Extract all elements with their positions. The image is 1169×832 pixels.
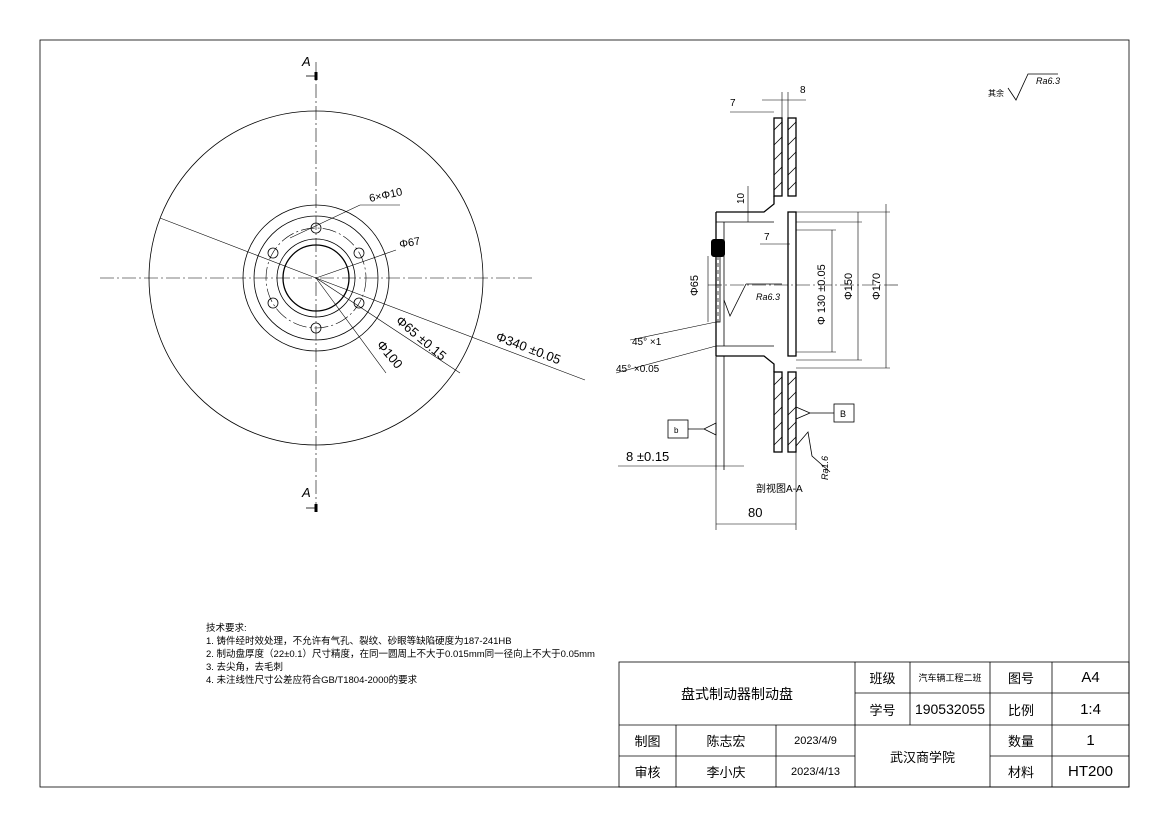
leader-d67	[315, 249, 397, 279]
dim-bore: Φ65	[689, 275, 701, 296]
hub-lower-step	[716, 355, 775, 372]
friction-plate-lower-left	[773, 371, 783, 453]
dim-top-width: 8	[800, 85, 806, 96]
drawing-no-value: A4	[1081, 669, 1100, 686]
global-roughness: 其余 Ra6.3	[988, 73, 1060, 101]
dim-d100: Φ100	[374, 337, 406, 371]
dim-thickness: 8 ±0.15	[626, 449, 669, 464]
scale-label: 比例	[1007, 702, 1034, 718]
dim-top-offset: 7	[730, 98, 736, 109]
student-id-value: 190532055	[914, 701, 986, 717]
note-item-3: 3. 去尖角，去毛刺	[206, 662, 284, 673]
checked-name: 李小庆	[706, 765, 746, 780]
part-name: 盘式制动器制动盘	[681, 685, 793, 702]
material-label: 材料	[1007, 765, 1034, 780]
dim-chamfer1: 45° ×1	[632, 337, 662, 348]
note-item-1: 1. 铸件经时效处理，不允许有气孔、裂纹、砂眼等缺陷硬度为187-241HB	[206, 636, 512, 647]
datum-right-marker	[795, 406, 834, 420]
dim-inner-step: 7	[764, 232, 770, 243]
dim-d150: Φ150	[843, 273, 855, 300]
roughness-bore-symbol	[723, 283, 747, 317]
leader-chamfer1	[629, 321, 717, 341]
qty-value: 1	[1086, 732, 1095, 749]
leader-d100	[315, 277, 387, 374]
checked-label: 审核	[634, 765, 661, 780]
leader-d65	[315, 277, 461, 374]
roughness-face-value: Ra1.6	[820, 456, 830, 480]
qty-label: 数量	[1007, 734, 1034, 749]
dim-d130: Φ 130 ±0.05	[816, 264, 828, 325]
note-item-4: 4. 未注线性尺寸公差应符合GB/T1804-2000的要求	[206, 675, 418, 686]
student-id-label: 学号	[869, 702, 896, 718]
dim-overall: 80	[748, 505, 762, 520]
flange-wall	[787, 211, 797, 357]
dim-hub-step: 10	[736, 192, 747, 204]
leader-holes	[289, 204, 361, 239]
title-block-grid	[618, 661, 1130, 788]
datum-right-label: B	[840, 409, 846, 419]
material-value: HT200	[1067, 763, 1114, 780]
bolt-hole	[267, 247, 279, 259]
drawn-name: 陈志宏	[706, 734, 746, 749]
leader-d340-left	[159, 217, 317, 279]
checked-date: 2023/4/13	[791, 765, 840, 778]
leader-d340	[315, 277, 586, 381]
class-value: 汽车辆工程二班	[918, 673, 982, 683]
drawing-no-label: 图号	[1007, 671, 1034, 686]
datum-left-label: b	[674, 426, 679, 435]
notes-heading: 技术要求:	[206, 623, 247, 634]
scale-value: 1:4	[1080, 700, 1101, 718]
section-view: Φ65 Φ 130 ±0.05 Φ150 Φ170 8 7 10 7 45° ×…	[615, 85, 900, 530]
dim-d340: Φ340 ±0.05	[494, 329, 563, 367]
leader-chamfer2	[615, 345, 717, 374]
dim-d170: Φ170	[871, 273, 883, 300]
roughness-bore-value: Ra6.3	[756, 292, 780, 302]
sheet-border	[39, 39, 1130, 788]
hatching	[773, 121, 797, 446]
bolt-hole	[353, 247, 365, 259]
roughness-global-symbol	[1007, 73, 1058, 101]
roughness-global-prefix: 其余	[988, 88, 1004, 98]
dim-holes: 6×Φ10	[368, 186, 403, 205]
section-label-bottom: A	[301, 485, 311, 500]
dim-d67: Φ67	[398, 235, 421, 250]
class-label: 班级	[869, 671, 896, 686]
front-view: A A 6×Φ10 Φ67 Φ65 ±0.15 Φ100 Φ340 ±0.05	[100, 54, 586, 512]
dim-chamfer2: 45° ×0.05	[616, 364, 660, 375]
note-item-2: 2. 制动盘厚度（22±0.1）尺寸精度，在同一圆周上不大于0.015mm同一径…	[206, 649, 595, 660]
section-view-label: 剖视图A-A	[756, 482, 803, 495]
roughness-face-symbol	[795, 431, 831, 473]
keyway-marker	[711, 239, 725, 257]
drawn-date: 2023/4/9	[794, 734, 837, 747]
bolt-hole	[267, 297, 279, 309]
hub-upper-step	[716, 196, 775, 213]
roughness-global-value: Ra6.3	[1036, 76, 1060, 86]
friction-plate-upper-left	[773, 117, 783, 197]
school-name: 武汉商学院	[889, 749, 955, 765]
friction-plate-upper-right	[787, 117, 797, 197]
section-label-top: A	[301, 54, 311, 69]
drawn-label: 制图	[634, 734, 661, 749]
technical-notes: 技术要求: 1. 铸件经时效处理，不允许有气孔、裂纹、砂眼等缺陷硬度为187-2…	[206, 622, 595, 687]
datum-left-marker	[688, 422, 717, 436]
